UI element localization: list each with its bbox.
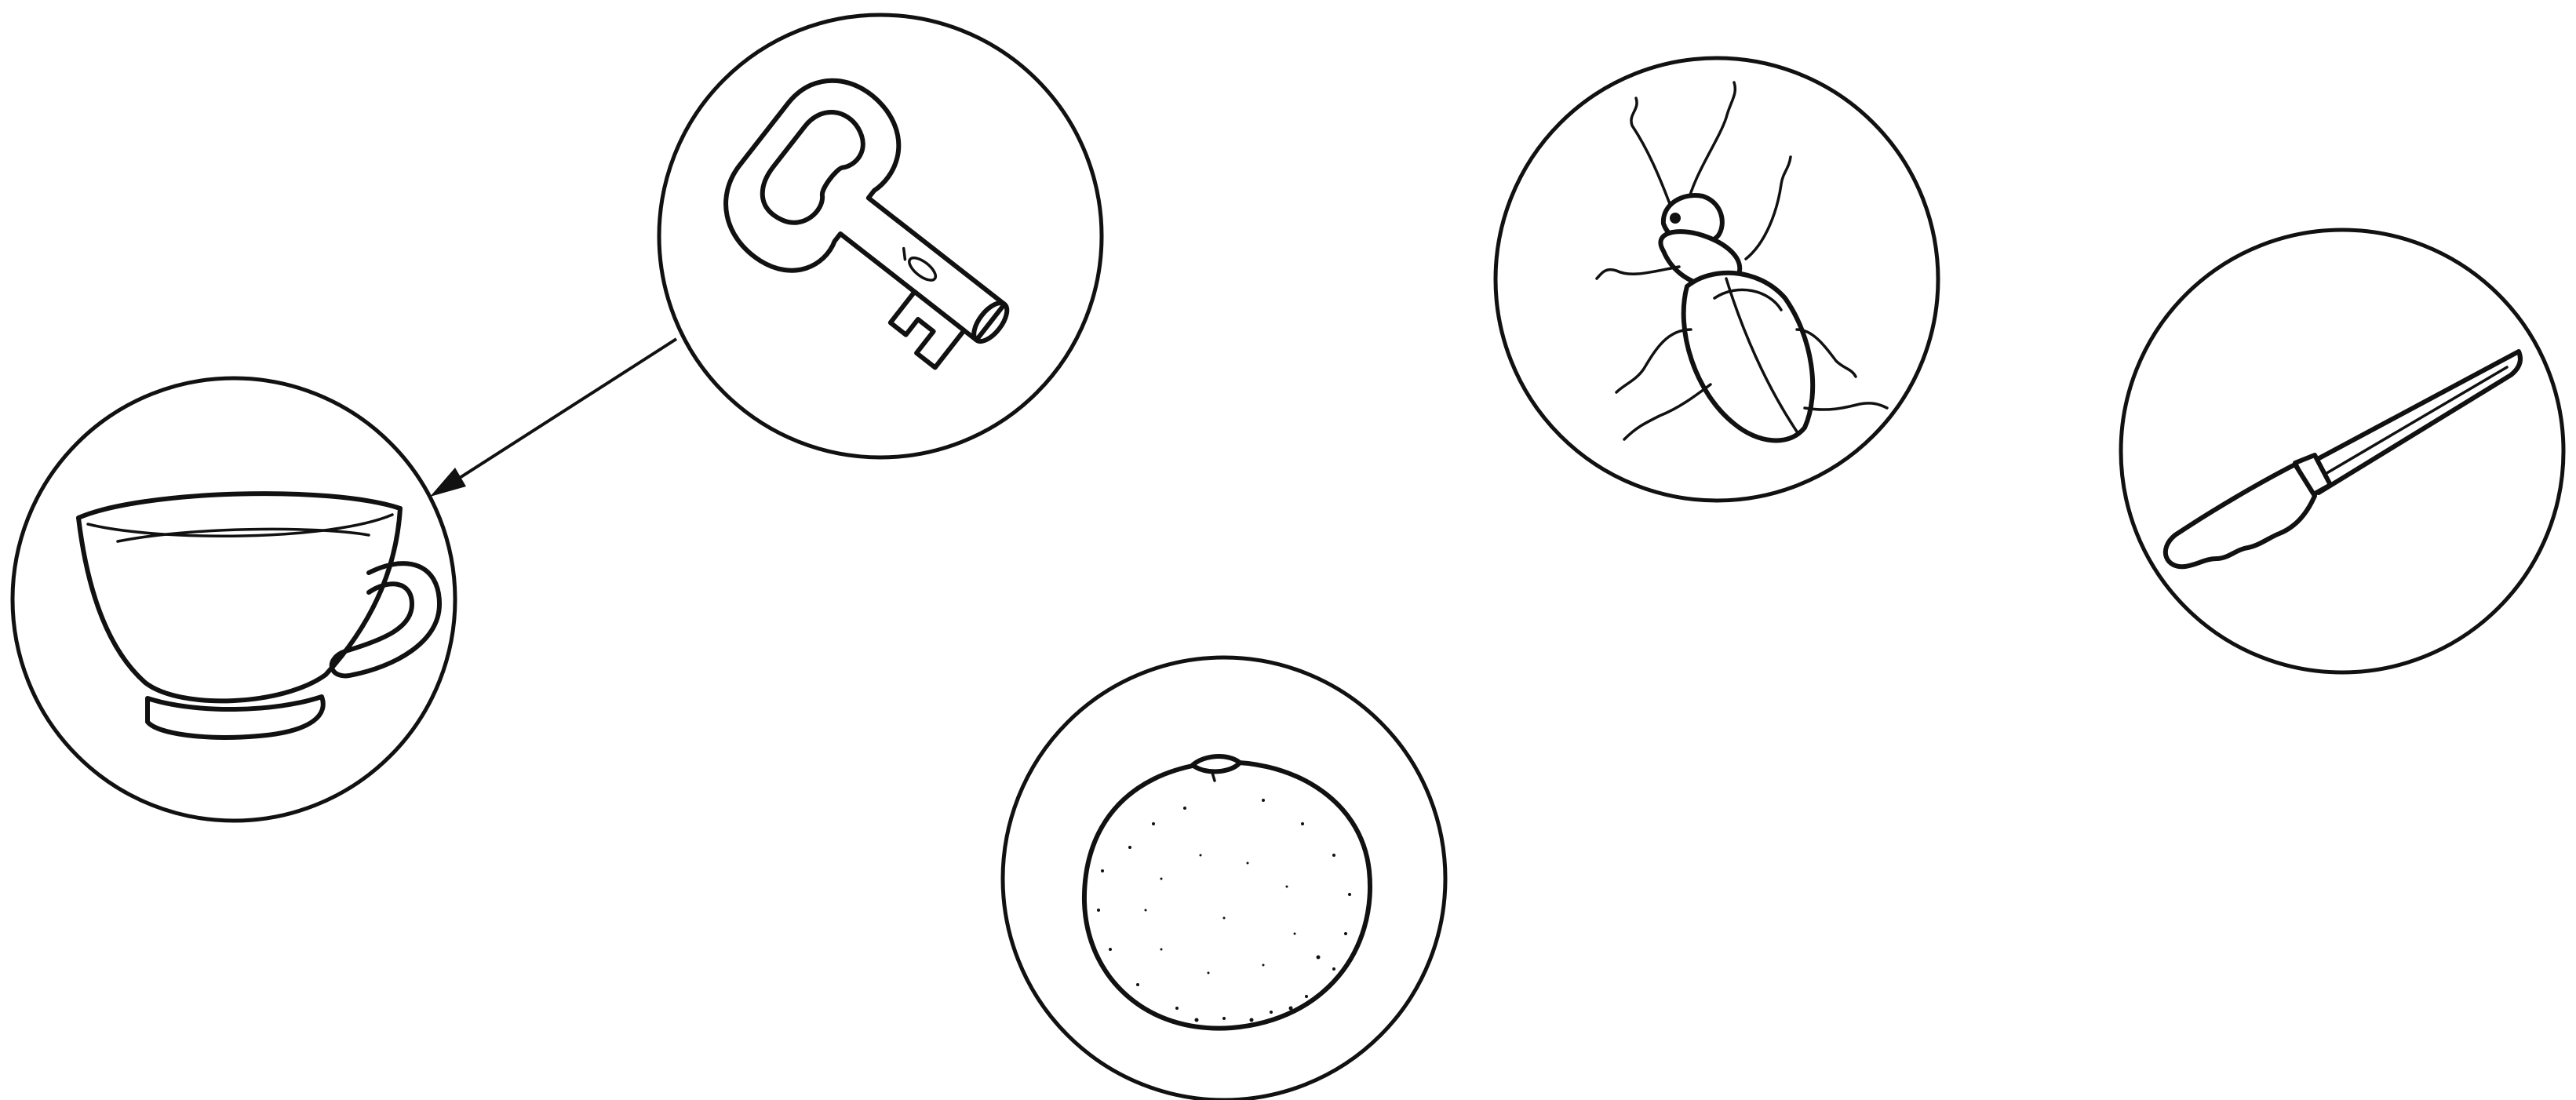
node-beetle[interactable] <box>1496 58 1938 501</box>
orange-icon <box>1084 756 1370 1029</box>
node-orange[interactable] <box>1003 657 1445 1100</box>
node-key[interactable] <box>659 15 1102 457</box>
edge-key-to-cup <box>430 339 676 497</box>
node-knife[interactable] <box>2121 230 2563 672</box>
arrowhead <box>430 468 466 497</box>
node-cup[interactable] <box>13 378 455 821</box>
